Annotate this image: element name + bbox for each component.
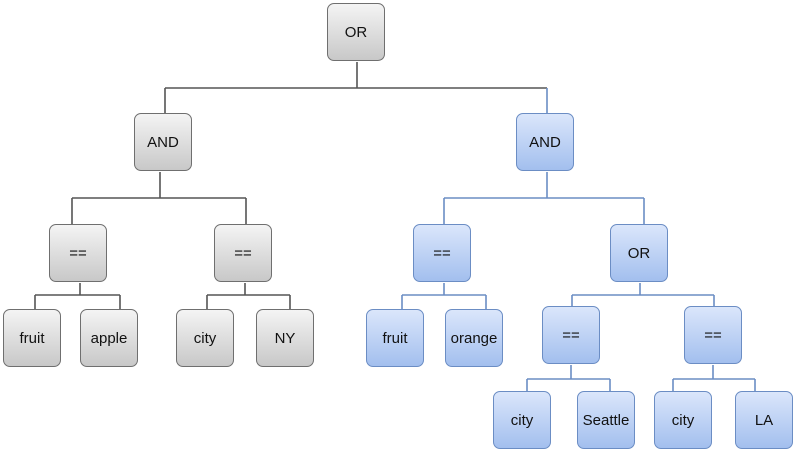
leaf-city-la-branch: city [654,391,712,449]
eq-node-city-seattle: == [542,306,600,364]
edge-right-and-children [443,172,645,224]
edge-eq1-children [34,283,121,309]
eq-node-fruit-orange: == [413,224,471,282]
leaf-orange: orange [445,309,503,367]
root-or-node: OR [327,3,385,61]
leaf-ny: NY [256,309,314,367]
inner-or-node: OR [610,224,668,282]
leaf-city-left: city [176,309,234,367]
left-and-node: AND [134,113,192,171]
edge-root-children [164,62,547,113]
edge-eq3-children [401,283,487,309]
leaf-seattle: Seattle [577,391,635,449]
edge-or2-children [571,283,715,306]
edge-eq5-children [672,365,756,391]
leaf-apple: apple [80,309,138,367]
eq-node-city-la: == [684,306,742,364]
leaf-fruit-left: fruit [3,309,61,367]
right-and-node: AND [516,113,574,171]
eq-node-fruit-apple: == [49,224,107,282]
edge-left-and-children [71,172,247,224]
edge-eq4-children [526,365,611,391]
edge-eq2-children [206,283,291,309]
eq-node-city-ny: == [214,224,272,282]
leaf-la: LA [735,391,793,449]
leaf-city-seattle-branch: city [493,391,551,449]
leaf-fruit-right: fruit [366,309,424,367]
